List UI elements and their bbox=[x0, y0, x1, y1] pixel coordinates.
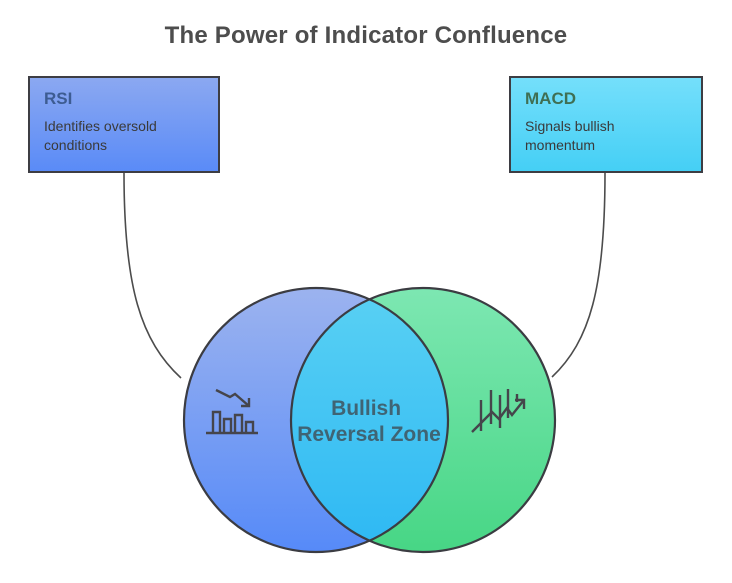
macd-connector-line bbox=[551, 172, 606, 378]
overlap-label-line1: Bullish bbox=[331, 397, 401, 420]
rsi-circle-outline bbox=[182, 286, 450, 554]
rsi-box-title: RSI bbox=[44, 89, 73, 108]
overlap-lens bbox=[291, 288, 448, 552]
diagram-title: The Power of Indicator Confluence bbox=[164, 22, 568, 49]
rsi-box: RSI Identifies oversold conditions bbox=[28, 76, 220, 173]
macd-circle-outline bbox=[289, 286, 557, 554]
overlap-label-line2: Reversal Zone bbox=[297, 423, 441, 446]
macd-box-description: Signals bullish momentum bbox=[525, 118, 615, 154]
rsi-box-description: Identifies oversold conditions bbox=[44, 118, 157, 154]
rsi-connector-line bbox=[123, 172, 182, 379]
macd-box: MACD Signals bullish momentum bbox=[509, 76, 703, 173]
rising-trend-chart-icon bbox=[471, 389, 526, 433]
declining-bar-chart-icon bbox=[206, 388, 258, 435]
overlap-label: Bullish Reversal Zone bbox=[297, 397, 441, 446]
macd-box-title: MACD bbox=[525, 89, 576, 108]
